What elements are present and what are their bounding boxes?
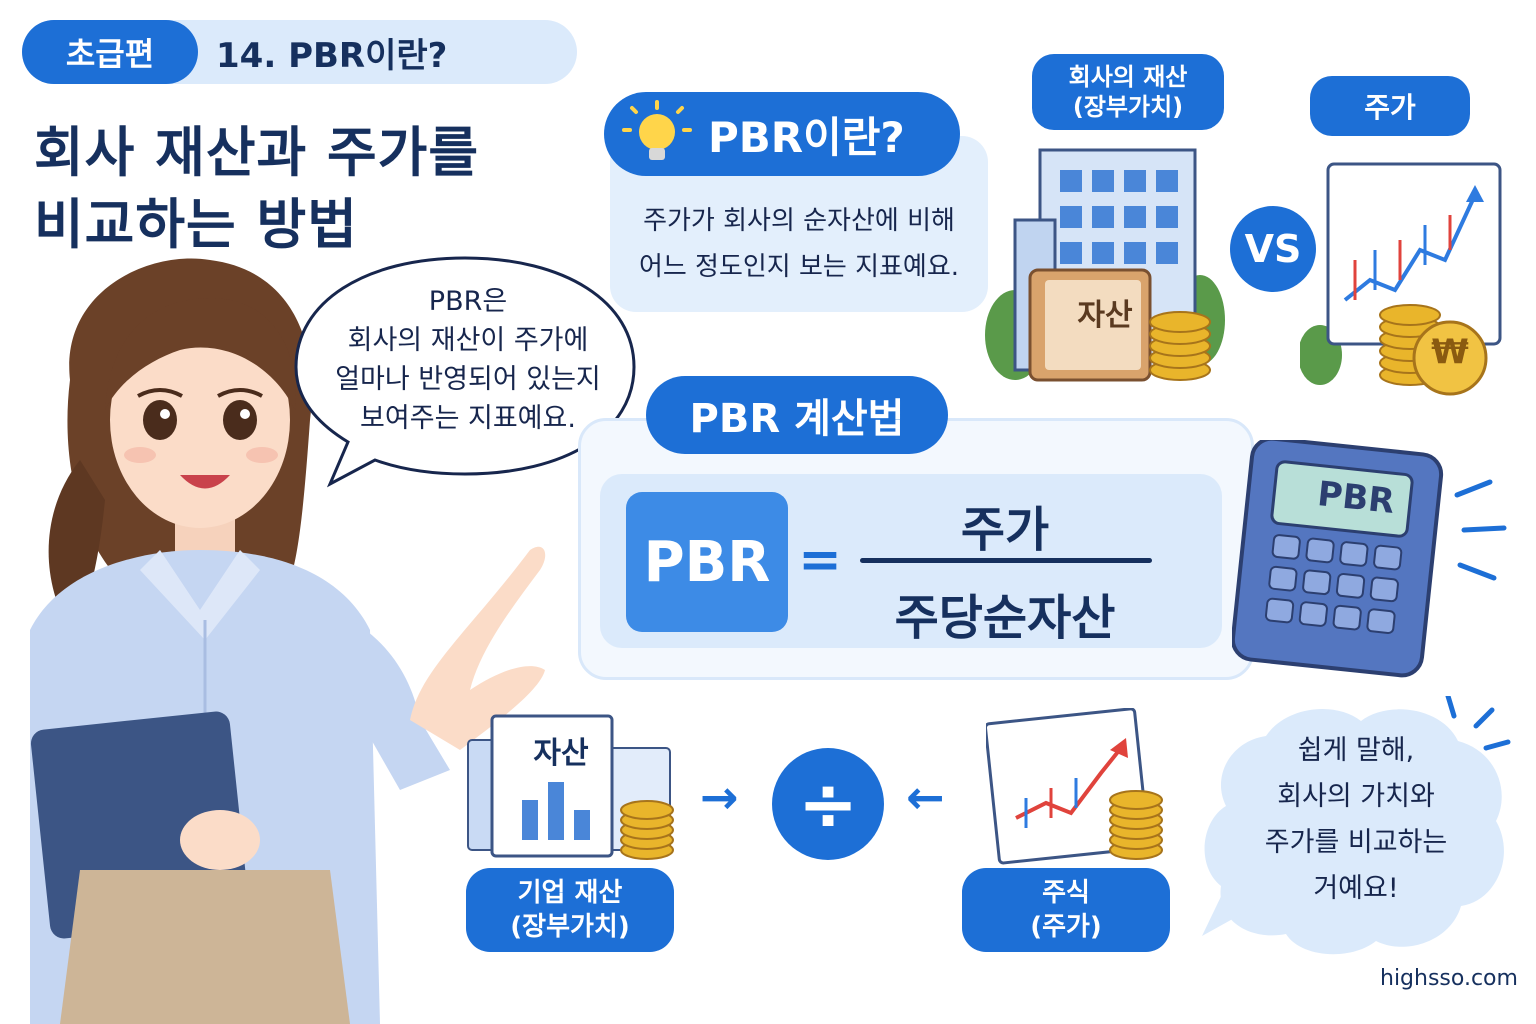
speech-line: 보여주는 지표예요. [360, 403, 576, 434]
stock-price-line1: 주식 [1042, 878, 1090, 908]
definition-title: PBR이란? [708, 112, 905, 162]
asset-label-pill: 회사의 재산 (장부가치) [1032, 54, 1224, 130]
company-assets-line2: (장부가치) [510, 912, 630, 942]
arrow-left-icon: ← [906, 770, 945, 824]
lesson-title: 14. PBR이란? [216, 35, 448, 76]
stock-board-illustration [986, 708, 1163, 865]
speech-bubble [294, 256, 636, 488]
stock-price-pill: 주식 (주가) [962, 868, 1170, 952]
speech-line: 회사의 재산이 주가에 [347, 325, 589, 356]
asset-label-line1: 회사의 재산 [1068, 63, 1188, 91]
cloud-bubble [1202, 696, 1511, 955]
cloud-line: 주가를 비교하는 [1264, 827, 1448, 858]
asset-document-illustration [467, 714, 674, 860]
formula-denominator: 주당순자산 [894, 590, 1116, 646]
divide-icon: ÷ [772, 748, 884, 860]
speech-line: PBR은 [428, 286, 508, 317]
book-label: 자산 [1077, 298, 1133, 333]
level-badge: 초급편 [22, 20, 198, 84]
definition-line: 어느 정도인지 보는 지표예요. [638, 252, 960, 282]
formula-title: PBR 계산법 [646, 376, 948, 454]
asset-label-line2: (장부가치) [1072, 93, 1184, 121]
arrow-right-icon: → [700, 770, 739, 824]
definition-text: 주가가 회사의 순자산에 비해 어느 정도인지 보는 지표예요. [616, 198, 982, 290]
presenter-illustration [30, 258, 546, 1024]
company-assets-pill: 기업 재산 (장부가치) [466, 868, 674, 952]
stock-chart-illustration [1300, 162, 1502, 396]
definition-line: 주가가 회사의 순자산에 비해 [643, 206, 955, 236]
vs-badge: VS [1230, 206, 1316, 292]
cloud-line: 쉽게 말해, [1297, 735, 1415, 766]
main-title-line1: 회사 재산과 주가를 [34, 121, 480, 184]
equals-sign: = [798, 530, 842, 590]
building-illustration [985, 148, 1225, 382]
cloud-bubble-text: 쉽게 말해, 회사의 가치와 주가를 비교하는 거예요! [1236, 728, 1476, 912]
company-assets-line1: 기업 재산 [517, 878, 623, 908]
document-label: 자산 [533, 736, 589, 771]
main-title-line2: 비교하는 방법 [34, 193, 358, 256]
stock-price-line2: (주가) [1030, 912, 1102, 942]
lightbulb-icon [622, 100, 692, 160]
won-coin-icon: ₩ [1431, 332, 1469, 372]
cloud-line: 회사의 가치와 [1277, 781, 1435, 812]
footer-site: highsso.com [1380, 966, 1518, 991]
formula-lhs: PBR [626, 492, 788, 632]
calculator-illustration [1232, 440, 1507, 678]
speech-bubble-text: PBR은 회사의 재산이 주가에 얼마나 반영되어 있는지 보여주는 지표예요. [318, 282, 618, 438]
formula-numerator: 주가 [960, 502, 1050, 558]
fraction-line [860, 558, 1152, 563]
cloud-line: 거예요! [1313, 873, 1399, 904]
price-label-pill: 주가 [1310, 76, 1470, 136]
speech-line: 얼마나 반영되어 있는지 [335, 364, 601, 395]
